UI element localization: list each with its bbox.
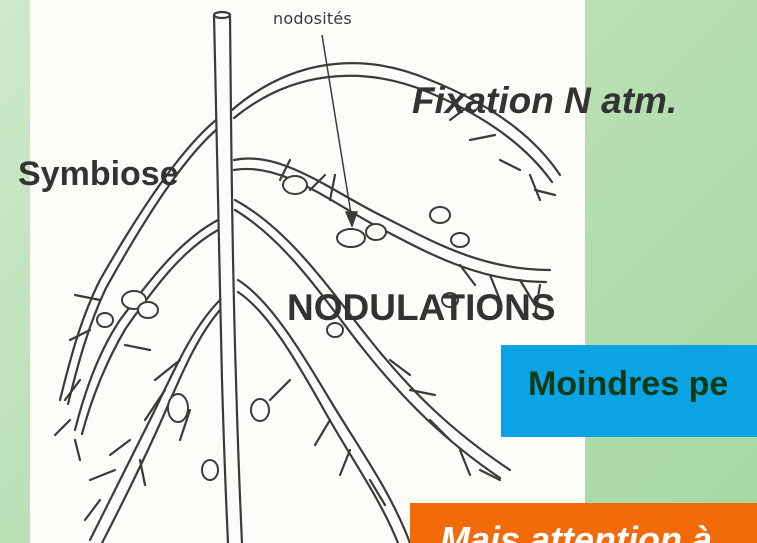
orange-box-text: Mais attention à [440,519,712,543]
blue-box-text: Moindres pe [528,365,728,404]
orange-warning-box: Mais attention à [410,503,757,543]
symbiose-text: Symbiose [18,155,179,194]
nodosites-label: nodosités [273,9,352,28]
fixation-text: Fixation N atm. [412,80,677,122]
blue-info-box: Moindres pe [501,345,757,437]
nodulations-text: NODULATIONS [287,287,556,329]
